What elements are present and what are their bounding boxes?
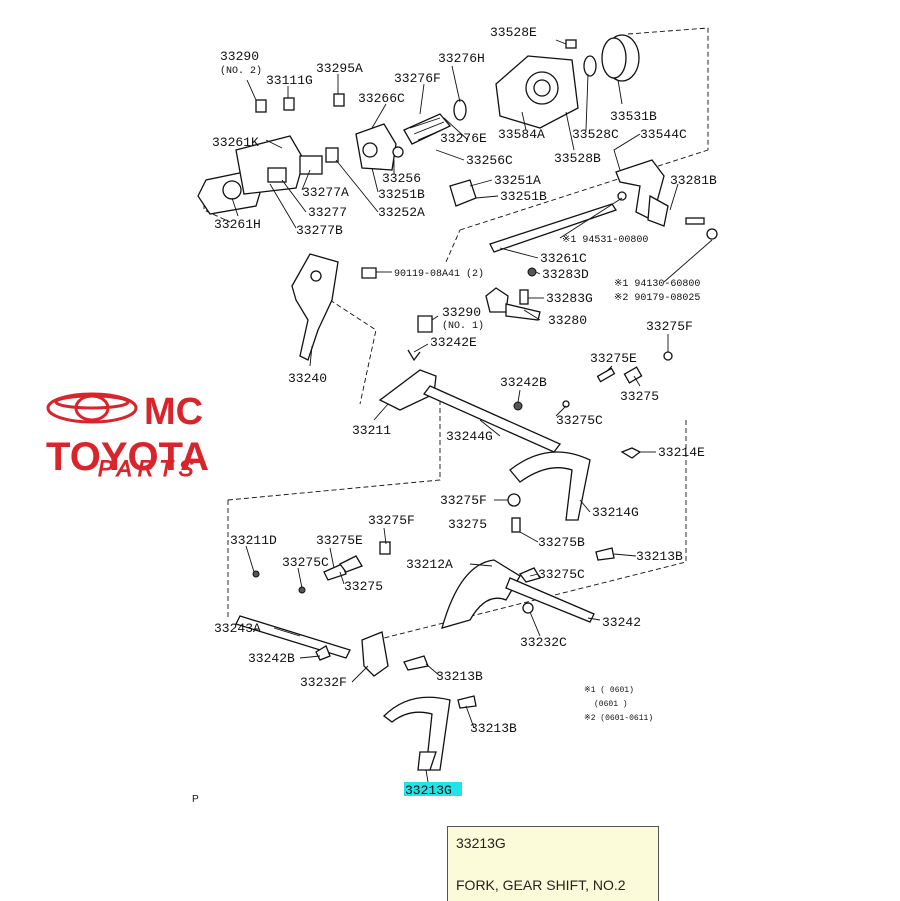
label-33283D[interactable]: 33283D [542,267,589,282]
label-33213B-3[interactable]: 33213B [470,721,517,736]
logo-mc-text: MC [144,391,203,433]
dashed-guides [203,27,709,641]
gear-shift-fork-33213G[interactable] [383,696,451,771]
label-33290-no2-sub: (NO. 2) [220,65,262,77]
label-33244G[interactable]: 33244G [446,429,493,444]
label-33242B-1[interactable]: 33242B [500,375,547,390]
label-33266C[interactable]: 33266C [358,91,405,106]
label-33232F[interactable]: 33232F [300,675,347,690]
label-33295A[interactable]: 33295A [316,61,363,76]
label-33214E[interactable]: 33214E [658,445,705,460]
label-33528B[interactable]: 33528B [554,151,601,166]
label-33275F-1[interactable]: 33275F [646,319,693,334]
label-33283G[interactable]: 33283G [546,291,593,306]
label-33256C[interactable]: 33256C [466,153,513,168]
label-33277[interactable]: 33277 [308,205,347,220]
label-33240[interactable]: 33240 [288,371,327,386]
label-33290-no2[interactable]: 33290 [220,49,259,64]
page-marker: P [192,794,199,805]
toyota-emblem-icon [46,392,138,424]
label-33242E[interactable]: 33242E [430,335,477,350]
label-94531-00800[interactable]: ※1 94531-00800 [562,235,648,246]
label-33242[interactable]: 33242 [602,615,641,630]
label-33232C[interactable]: 33232C [520,635,567,650]
label-33275C-2[interactable]: 33275C [282,555,329,570]
label-33251B-1[interactable]: 33251B [378,187,425,202]
label-33275E-2[interactable]: 33275E [316,533,363,548]
label-33276H[interactable]: 33276H [438,51,485,66]
part-labels: 33528E 33290 (NO. 2) 33111G 33295A 33276… [212,25,717,798]
label-33275F-2[interactable]: 33275F [440,493,487,508]
omc-toyota-logo: MC TOYOTA PARTS [46,391,209,482]
shift-fork-shaft-33243A[interactable] [235,541,391,661]
tooltip-part-code: 33213G [456,835,506,851]
label-33277B[interactable]: 33277B [296,223,343,238]
label-33276F[interactable]: 33276F [394,71,441,86]
note-2: ※2 (0601-0611) [584,714,653,723]
label-90119-08A41[interactable]: 90119-08A41 (2) [394,268,484,280]
label-33275-2[interactable]: 33275 [448,517,487,532]
label-33531B[interactable]: 33531B [610,109,657,124]
shift-lever-housing-group[interactable] [197,93,477,215]
extension-housing-group[interactable] [495,34,640,129]
label-33212A[interactable]: 33212A [406,557,453,572]
label-90179-08025[interactable]: ※2 90179-08025 [614,293,700,304]
label-33281B[interactable]: 33281B [670,173,717,188]
part-info-tooltip: 33213G FORK, GEAR SHIFT, NO.2 [447,826,659,901]
label-33213B-1[interactable]: 33213B [636,549,683,564]
label-33243A[interactable]: 33243A [214,621,261,636]
label-33275B[interactable]: 33275B [538,535,585,550]
label-33275-3[interactable]: 33275 [344,579,383,594]
logo-toyota-text: TOYOTA [46,435,209,479]
label-33275F-3[interactable]: 33275F [368,513,415,528]
shift-fork-shaft-group[interactable] [378,349,673,453]
label-33275C-1[interactable]: 33275C [556,413,603,428]
tooltip-part-description: FORK, GEAR SHIFT, NO.2 [456,877,626,893]
label-33544C[interactable]: 33544C [640,127,687,142]
label-33290-no1[interactable]: 33290 [442,305,481,320]
label-33261C[interactable]: 33261C [540,251,587,266]
logo-parts-text: PARTS [98,456,199,481]
selected-part-highlight [404,782,462,796]
leader-lines [231,39,713,783]
label-33584A[interactable]: 33584A [498,127,545,142]
shift-lever-bracket-33240[interactable] [291,253,339,361]
label-33251B-2[interactable]: 33251B [500,189,547,204]
label-33251A[interactable]: 33251A [494,173,541,188]
label-33211D[interactable]: 33211D [230,533,277,548]
label-33214G[interactable]: 33214G [592,505,639,520]
label-33290-no1-sub: (NO. 1) [442,320,484,332]
shift-lever-shaft-group[interactable] [361,159,718,333]
label-33277A[interactable]: 33277A [302,185,349,200]
label-33252A[interactable]: 33252A [378,205,425,220]
label-33276E[interactable]: 33276E [440,131,487,146]
label-33280[interactable]: 33280 [548,313,587,328]
label-33256[interactable]: 33256 [382,171,421,186]
label-94130-60800[interactable]: ※1 94130-60800 [614,279,700,290]
label-33275E-1[interactable]: 33275E [590,351,637,366]
label-33111G[interactable]: 33111G [266,73,313,88]
label-33211[interactable]: 33211 [352,423,391,438]
label-33213B-2[interactable]: 33213B [436,669,483,684]
note-1b: (0601 ) [594,700,628,709]
shift-fork-33212A[interactable] [441,547,615,629]
label-33213G-selected[interactable]: 33213G [405,783,452,798]
label-33528E[interactable]: 33528E [490,25,537,40]
label-33261H[interactable]: 33261H [214,217,261,232]
label-33528C[interactable]: 33528C [572,127,619,142]
shift-head-33232F[interactable] [361,631,477,709]
label-33261K[interactable]: 33261K [212,135,259,150]
label-33275-1[interactable]: 33275 [620,389,659,404]
label-33242B-2[interactable]: 33242B [248,651,295,666]
label-33275C-3[interactable]: 33275C [538,567,585,582]
note-1: ※1 ( 0601) [584,686,634,695]
